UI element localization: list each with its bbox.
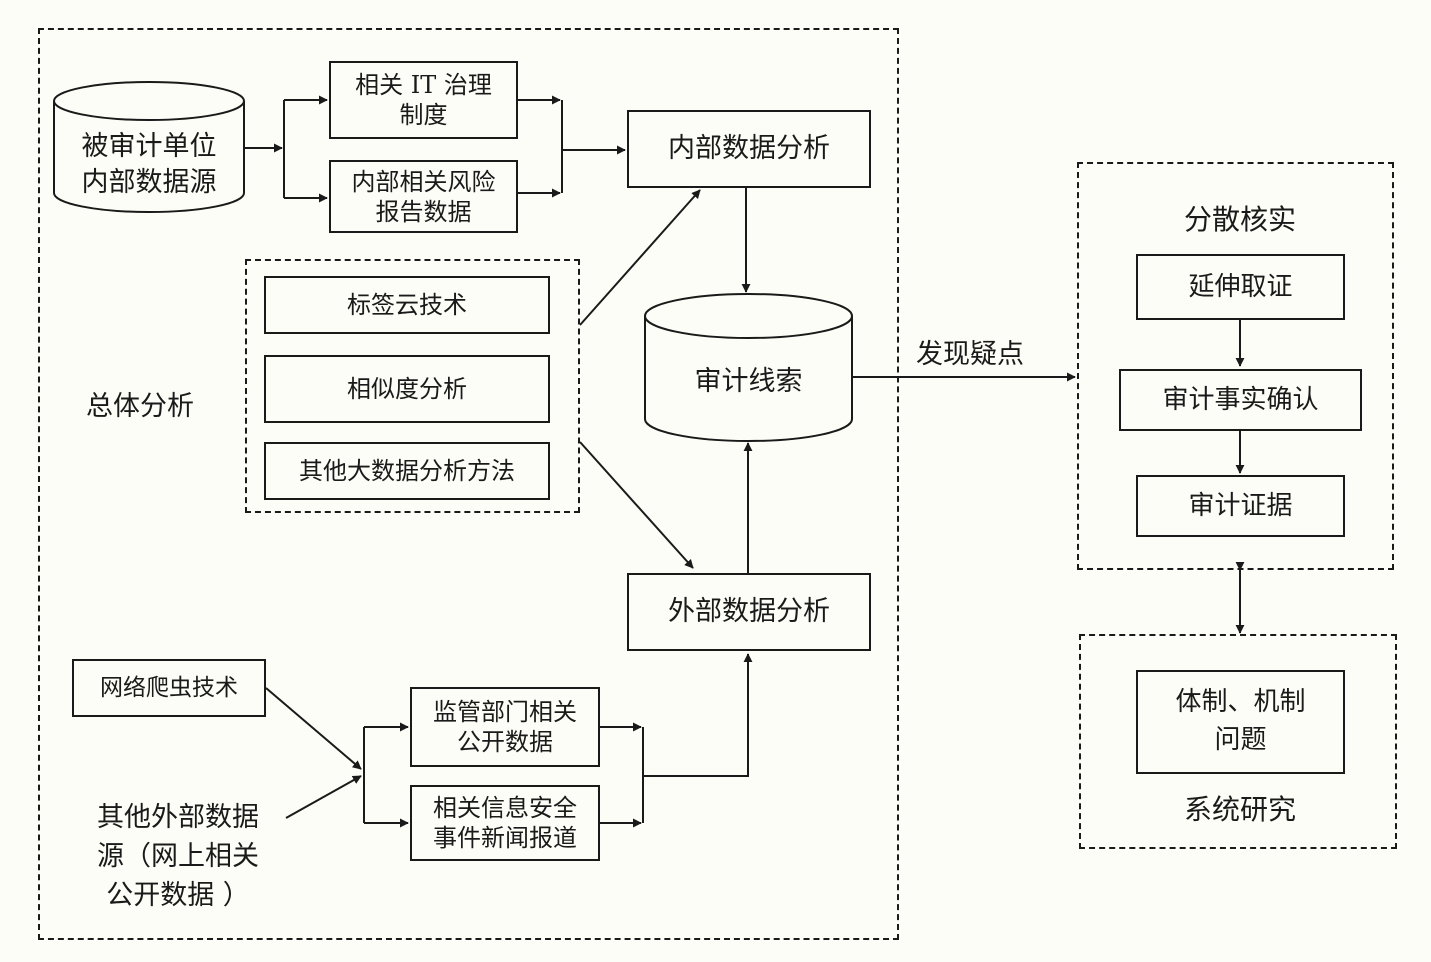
audit-clues-label: 审计线索 bbox=[694, 365, 803, 397]
external-analysis-box: 外部数据分析 bbox=[627, 573, 871, 651]
overall-analysis-group bbox=[38, 28, 899, 940]
crawler-box: 网络爬虫技术 bbox=[72, 659, 266, 717]
regulator-data-box: 监管部门相关 公开数据 bbox=[410, 687, 600, 767]
edge-methods-to-internal bbox=[579, 189, 701, 326]
methods-group bbox=[245, 259, 580, 513]
edge-label-suspicion: 发现疑点 bbox=[916, 339, 1024, 370]
edge-methods-to-external bbox=[579, 441, 694, 569]
internal-source-label: 被审计单位 内部数据源 bbox=[81, 130, 217, 198]
fact-confirm-box: 审计事实确认 bbox=[1119, 369, 1362, 431]
other-bigdata-box: 其他大数据分析方法 bbox=[264, 442, 550, 500]
system-research-group bbox=[1079, 634, 1397, 849]
edge-crawler-to-merge bbox=[265, 687, 362, 770]
other-external-source-label: 其他外部数据 源（网上相关 公开数据 ） bbox=[97, 802, 259, 912]
it-governance-box: 相关 IT 治理 制度 bbox=[329, 61, 518, 139]
verification-group bbox=[1077, 162, 1394, 570]
extend-evidence-box: 延伸取证 bbox=[1136, 254, 1345, 320]
internal-source-cylinder-shape bbox=[53, 81, 245, 213]
security-news-box: 相关信息安全 事件新闻报道 bbox=[410, 785, 600, 861]
edge-merge-to-external-analysis bbox=[643, 653, 753, 777]
tag-cloud-box: 标签云技术 bbox=[264, 276, 550, 334]
verification-group-title: 分散核实 bbox=[1183, 203, 1296, 236]
audit-evidence-box: 审计证据 bbox=[1136, 475, 1345, 537]
edge-other-to-merge bbox=[285, 775, 362, 819]
overall-analysis-label: 总体分析 bbox=[86, 391, 194, 422]
internal-analysis-box: 内部数据分析 bbox=[627, 110, 871, 188]
risk-report-box: 内部相关风险 报告数据 bbox=[329, 160, 518, 233]
system-group-title: 系统研究 bbox=[1183, 793, 1296, 826]
similarity-box: 相似度分析 bbox=[264, 355, 550, 423]
audit-clues-cylinder-shape bbox=[644, 293, 853, 442]
mechanism-issue-box: 体制、机制 问题 bbox=[1136, 670, 1345, 774]
